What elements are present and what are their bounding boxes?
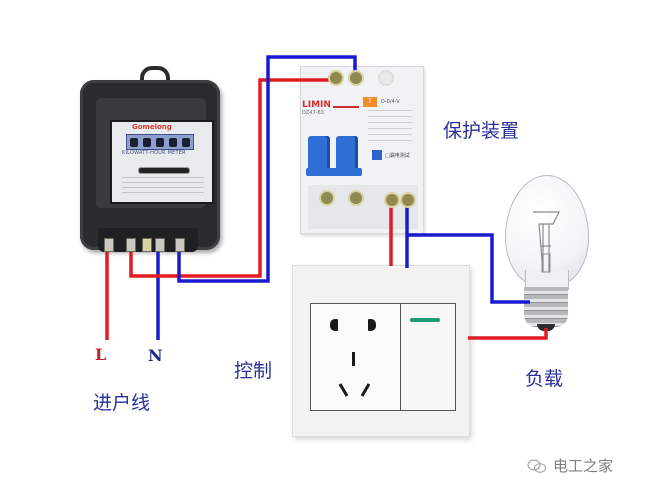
breaker-test-button (372, 150, 382, 160)
breaker-model: DZ47-63 (302, 110, 324, 116)
breaker-test-label: □漏电测试 (385, 153, 410, 159)
socket-hole-earth (352, 352, 355, 366)
meter-terminal-3 (142, 238, 152, 252)
control-label: 控制 (234, 360, 273, 382)
meter-hanger (140, 66, 170, 88)
breaker-lever-left (308, 136, 330, 172)
breaker-output-live-terminal (384, 192, 400, 208)
incoming-line-label: 进户线 (93, 392, 151, 414)
breaker-tag: T (363, 97, 377, 107)
breaker-input-live-terminal (328, 70, 344, 86)
breaker-schematic (368, 110, 412, 144)
meter-terminal-1 (104, 238, 114, 252)
breaker-bottom-screw-1 (319, 190, 335, 206)
meter-title: KILOWATT-HOUR METER (122, 150, 186, 156)
breaker-brand: LIMIN (302, 100, 331, 110)
socket-hole-right (368, 319, 376, 331)
load-label: 负载 (525, 368, 564, 390)
switch-indicator (410, 318, 440, 322)
meter-digit (169, 137, 178, 147)
meter-digit (155, 137, 164, 147)
bulb-contact-tip (537, 324, 555, 331)
meter-spec-text (122, 177, 204, 195)
meter-counter (126, 134, 194, 150)
watermark-text: 电工之家 (553, 457, 614, 475)
breaker-output-neutral-terminal (400, 192, 416, 208)
watermark: 电工之家 (527, 455, 613, 476)
live-label: L (95, 345, 107, 364)
neutral-label: N (148, 346, 163, 365)
breaker-input-neutral-terminal (348, 70, 364, 86)
meter-terminal-5 (175, 238, 185, 252)
meter-digit (182, 137, 191, 147)
meter-terminal-2 (126, 238, 136, 252)
meter-disc (138, 167, 190, 174)
socket-hole-left (330, 319, 338, 331)
breaker-lever-right (336, 136, 358, 172)
breaker-brand-underline (333, 106, 359, 108)
breaker-bottom-screw-2 (348, 190, 364, 206)
bulb-filament (533, 211, 560, 273)
switched-live-to-bulb-wire (468, 328, 548, 340)
five-hole-socket (310, 303, 402, 411)
wechat-icon (527, 459, 546, 473)
breaker-screw-blank (378, 70, 394, 86)
meter-digit (142, 137, 151, 147)
meter-terminal-4 (155, 238, 165, 252)
breaker-code: D-0/4-V (381, 99, 400, 105)
meter-brand: Gomelong (132, 123, 172, 131)
bulb-screw-base (524, 287, 568, 327)
breaker-lever-bar (306, 168, 362, 176)
protection-device-label: 保护装置 (443, 120, 520, 142)
meter-digit (129, 137, 138, 147)
